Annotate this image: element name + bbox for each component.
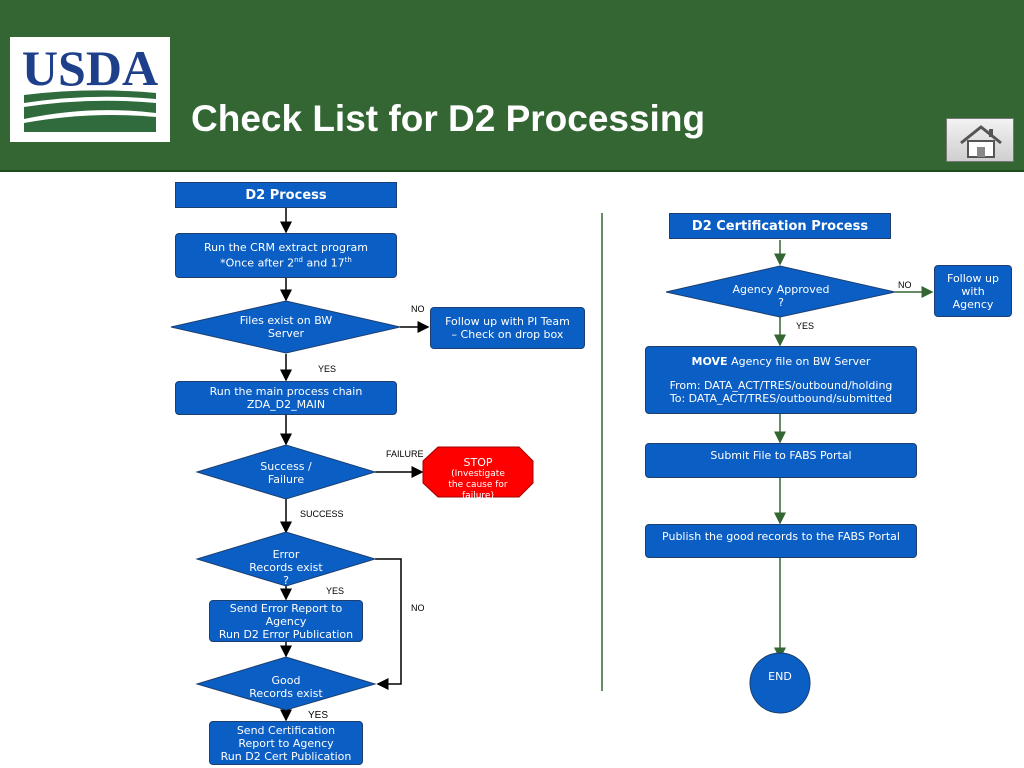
step-send-error-report: Send Error Report to Agency Run D2 Error… bbox=[209, 600, 363, 642]
decision-files-exist-label: Files exist on BW Server bbox=[239, 314, 333, 340]
followup-pi-team: Follow up with PI Team – Check on drop b… bbox=[430, 307, 585, 349]
decision-agency-approved-label: Agency Approved ? bbox=[732, 283, 830, 309]
label-yes-files: YES bbox=[318, 364, 337, 374]
d2-certification-header: D2 Certification Process bbox=[669, 213, 891, 239]
stop-box: STOP (Investigate the cause for failure) bbox=[428, 452, 528, 502]
step-submit-fabs: Submit File to FABS Portal bbox=[645, 443, 917, 478]
label-no-error: NO bbox=[411, 603, 425, 613]
decision-agency-approved bbox=[665, 265, 896, 318]
label-no-files: NO bbox=[411, 304, 425, 314]
move-from-path: From: DATA_ACT/TRES/outbound/holding bbox=[669, 379, 893, 392]
label-yes-error: YES bbox=[326, 586, 345, 596]
usda-logo: USDA bbox=[10, 37, 170, 142]
decision-good-records bbox=[195, 656, 377, 711]
step-run-crm-line1: Run the CRM extract program bbox=[204, 241, 368, 255]
stop-title: STOP bbox=[463, 456, 493, 469]
decision-files-exist bbox=[170, 300, 401, 354]
stop-text: (Investigate the cause for failure) bbox=[448, 469, 508, 501]
step-move-agency-file: MOVE Agency file on BW Server From: DATA… bbox=[645, 346, 917, 414]
decision-error-records-label: Error Records exist ? bbox=[249, 547, 323, 587]
decision-error-records bbox=[195, 531, 377, 587]
label-failure: FAILURE bbox=[386, 449, 424, 459]
decision-good-records-label: Good Records exist bbox=[249, 674, 323, 700]
move-to-path: To: DATA_ACT/TRES/outbound/submitted bbox=[669, 392, 893, 405]
home-icon bbox=[960, 125, 1002, 158]
stop-shape bbox=[422, 446, 534, 498]
step-run-crm-line2: *Once after 2nd and 17th bbox=[220, 256, 352, 270]
step-run-crm-extract: Run the CRM extract program *Once after … bbox=[175, 233, 397, 278]
svg-text:USDA: USDA bbox=[22, 40, 158, 96]
move-line: MOVE Agency file on BW Server bbox=[691, 355, 871, 368]
label-success: SUCCESS bbox=[300, 509, 344, 519]
label-no-agency: NO bbox=[898, 280, 912, 290]
label-yes-agency: YES bbox=[796, 321, 815, 331]
step-send-certification: Send Certification Report to Agency Run … bbox=[209, 721, 363, 765]
step-run-main-chain: Run the main process chain ZDA_D2_MAIN bbox=[175, 381, 397, 415]
end-label: END bbox=[768, 669, 792, 683]
decision-success-failure-label: Success / Failure bbox=[260, 460, 312, 486]
label-yes-good: YES bbox=[308, 710, 329, 721]
step-publish-fabs: Publish the good records to the FABS Por… bbox=[645, 524, 917, 558]
home-button[interactable] bbox=[946, 118, 1014, 162]
header-banner: USDA Check List for D2 Processing bbox=[0, 0, 1024, 172]
d2-process-header: D2 Process bbox=[175, 182, 397, 208]
page-title: Check List for D2 Processing bbox=[191, 98, 706, 139]
followup-agency: Follow up with Agency bbox=[934, 265, 1012, 317]
end-shape bbox=[749, 652, 811, 714]
decision-success-failure bbox=[195, 444, 377, 500]
